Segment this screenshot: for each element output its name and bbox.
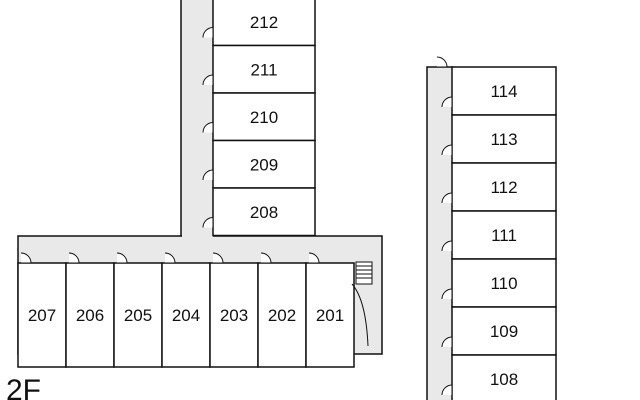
door-icon bbox=[441, 240, 453, 252]
room-110: 110 bbox=[441, 258, 557, 308]
door-icon bbox=[202, 121, 214, 133]
room-label: 113 bbox=[490, 130, 517, 149]
room-208: 208 bbox=[202, 187, 316, 237]
room-label: 110 bbox=[490, 274, 517, 293]
door-icon bbox=[441, 96, 453, 108]
door-icon bbox=[202, 74, 214, 86]
door-icon bbox=[202, 26, 214, 38]
room-label: 205 bbox=[124, 306, 152, 325]
room-label: 114 bbox=[490, 82, 517, 101]
room-label: 203 bbox=[220, 306, 248, 325]
room-201: 201 bbox=[305, 252, 355, 368]
door-icon bbox=[202, 216, 214, 228]
room-column-1f: 114 113 112 111 110 109 108 bbox=[436, 56, 557, 400]
room-207: 207 bbox=[17, 252, 67, 368]
room-108: 108 bbox=[441, 354, 557, 400]
room-label: 204 bbox=[172, 306, 200, 325]
room-label: 209 bbox=[250, 155, 278, 174]
door-icon bbox=[308, 252, 320, 264]
room-209: 209 bbox=[202, 139, 316, 189]
room-label: 208 bbox=[250, 203, 278, 222]
door-icon bbox=[441, 288, 453, 300]
building-1f: 114 113 112 111 110 109 108 bbox=[426, 56, 557, 400]
door-icon bbox=[202, 169, 214, 181]
door-icon bbox=[441, 144, 453, 156]
room-label: 211 bbox=[250, 60, 277, 79]
room-label: 202 bbox=[268, 306, 296, 325]
door-icon bbox=[260, 252, 272, 264]
door-icon bbox=[212, 252, 224, 264]
door-icon bbox=[441, 192, 453, 204]
room-211: 211 bbox=[202, 44, 316, 94]
door-icon bbox=[68, 252, 80, 264]
room-label: 108 bbox=[490, 370, 518, 389]
door-icon bbox=[20, 252, 32, 264]
room-label: 207 bbox=[28, 306, 56, 325]
building-2f: 212 211 210 209 208 207 206 205 204 203 202 201 bbox=[17, 0, 383, 368]
room-label: 111 bbox=[491, 226, 517, 245]
room-column-2f: 212 211 210 209 208 bbox=[202, 0, 316, 237]
room-111: 111 bbox=[441, 210, 557, 260]
room-112: 112 bbox=[441, 162, 557, 212]
room-212: 212 bbox=[202, 0, 316, 47]
floor-label: 2F bbox=[6, 374, 41, 400]
room-label: 206 bbox=[76, 306, 104, 325]
room-210: 210 bbox=[202, 92, 316, 142]
room-204: 204 bbox=[161, 252, 211, 368]
room-label: 112 bbox=[490, 178, 517, 197]
door-icon bbox=[436, 56, 448, 68]
room-label: 210 bbox=[250, 108, 278, 127]
door-icon bbox=[116, 252, 128, 264]
room-114: 114 bbox=[441, 66, 557, 116]
corridor-vertical-1f bbox=[426, 66, 454, 400]
stairs-icon bbox=[351, 261, 373, 347]
room-row-2f: 207 206 205 204 203 202 201 bbox=[17, 252, 355, 368]
room-203: 203 bbox=[209, 252, 259, 368]
corridor-vertical-2f bbox=[180, 0, 215, 239]
door-icon bbox=[441, 384, 453, 396]
door-icon bbox=[441, 336, 453, 348]
room-label: 109 bbox=[490, 322, 518, 341]
room-113: 113 bbox=[441, 114, 557, 164]
room-label: 201 bbox=[316, 306, 344, 325]
room-206: 206 bbox=[65, 252, 115, 368]
room-202: 202 bbox=[257, 252, 307, 368]
door-icon bbox=[164, 252, 176, 264]
room-205: 205 bbox=[113, 252, 163, 368]
room-109: 109 bbox=[441, 306, 557, 356]
room-label: 212 bbox=[250, 13, 278, 32]
